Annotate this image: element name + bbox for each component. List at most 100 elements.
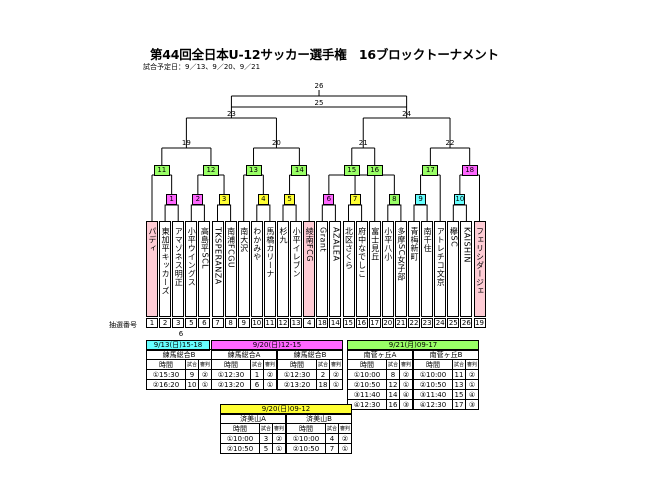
team-name: 杉九 bbox=[279, 227, 288, 244]
schedule-cell: ①15:30 bbox=[146, 369, 186, 380]
team-column: 綾南FCG bbox=[303, 221, 316, 317]
page-title: 第44回全日本U-12サッカー選手権 16ブロックトーナメント bbox=[150, 47, 499, 62]
match-number: 22 bbox=[445, 139, 455, 147]
schedule-header-cell: 試合 bbox=[258, 423, 274, 434]
lottery-number: 14 bbox=[329, 318, 342, 328]
schedule-dates: 試合予定日：9／13、9／20、9／21 bbox=[143, 63, 261, 71]
schedule-cell: ②16:20 bbox=[146, 379, 186, 390]
schedule-cell: ①12:30 bbox=[211, 369, 251, 380]
team-column: アトレチコ文京 bbox=[434, 221, 447, 317]
lottery-number: 11 bbox=[263, 318, 276, 328]
lottery-number: 16 bbox=[355, 318, 368, 328]
schedule-cell: ②10:50 bbox=[413, 379, 453, 390]
lottery-number: 21 bbox=[394, 318, 407, 328]
team-name: 府中なでしこ bbox=[357, 227, 367, 278]
schedule-header-cell: 審判 bbox=[399, 359, 414, 370]
schedule-cell: 17 bbox=[451, 399, 467, 410]
team-name: TKSPERANZA bbox=[213, 227, 223, 285]
team-column: AZALEA bbox=[329, 221, 342, 317]
match-box: 3 bbox=[218, 194, 230, 205]
team-column: アマゾネス明正 bbox=[172, 221, 185, 317]
schedule-cell: ① bbox=[198, 379, 213, 390]
team-name: パディ bbox=[148, 227, 157, 253]
schedule-cell: ③11:40 bbox=[347, 389, 387, 400]
team-name: 小平八小 bbox=[383, 227, 393, 261]
match-number: 20 bbox=[271, 139, 281, 147]
lottery-number: 19 bbox=[473, 318, 486, 328]
venue-name: 南菅ヶ丘B bbox=[412, 349, 480, 360]
schedule-cell: 18 bbox=[315, 379, 331, 390]
schedule-cell: ① bbox=[272, 443, 287, 454]
match-number: 26 bbox=[314, 82, 324, 90]
schedule-header-cell: 時間 bbox=[277, 359, 317, 370]
schedule-header-cell: 試合 bbox=[184, 359, 200, 370]
schedule-cell: ① bbox=[338, 443, 353, 454]
lottery-number: 8 bbox=[224, 318, 237, 328]
team-column: 青梅新町 bbox=[408, 221, 420, 317]
schedule-cell: 8 bbox=[385, 369, 401, 380]
schedule-cell: ③ bbox=[399, 399, 414, 410]
lottery-number: 20 bbox=[381, 318, 394, 328]
schedule-cell: ③11:40 bbox=[413, 389, 453, 400]
team-name: 南千住 bbox=[423, 227, 433, 253]
match-box: 13 bbox=[245, 165, 262, 176]
team-column: Grant bbox=[316, 221, 329, 317]
match-box: 2 bbox=[192, 194, 204, 205]
schedule-header-cell: 試合 bbox=[249, 359, 265, 370]
match-box: 5 bbox=[284, 194, 296, 205]
team-name: Grant bbox=[318, 227, 328, 253]
team-name: 小平イレブン bbox=[292, 227, 302, 278]
schedule-cell: ①12:30 bbox=[277, 369, 317, 380]
schedule-cell: ②10:50 bbox=[220, 443, 260, 454]
schedule-header-cell: 時間 bbox=[211, 359, 251, 370]
schedule-cell: 7 bbox=[324, 443, 340, 454]
team-column: TKSPERANZA bbox=[211, 221, 224, 317]
schedule-header-cell: 審判 bbox=[329, 359, 344, 370]
team-name: フェリシダージェ bbox=[475, 227, 485, 295]
lottery-number: 1 bbox=[146, 318, 158, 328]
match-box: 9 bbox=[415, 194, 427, 205]
team-name: 東加平キッカーズ bbox=[161, 227, 171, 295]
team-column: 高島平SCL bbox=[198, 221, 211, 317]
match-box: 14 bbox=[291, 165, 308, 176]
schedule-header-cell: 審判 bbox=[465, 359, 480, 370]
lottery-number: 25 bbox=[447, 318, 460, 328]
schedule-header-cell: 試合 bbox=[315, 359, 331, 370]
venue-name: 練馬総合B bbox=[145, 349, 213, 360]
team-name: わかみや bbox=[252, 227, 262, 261]
schedule-cell: ② bbox=[198, 369, 213, 380]
team-column: 南大沢 bbox=[237, 221, 250, 317]
match-box: 15 bbox=[343, 165, 360, 176]
schedule-cell: ④12:30 bbox=[347, 399, 387, 410]
lottery-number: 5 bbox=[185, 318, 198, 328]
schedule-header-cell: 審判 bbox=[338, 423, 353, 434]
lottery-number: 17 bbox=[368, 318, 381, 328]
lottery-number: 24 bbox=[434, 318, 447, 328]
schedule-cell: ② bbox=[338, 433, 353, 444]
schedule-cell: 9 bbox=[184, 369, 200, 380]
match-number: 24 bbox=[402, 110, 412, 118]
extra-lottery-number: 6 bbox=[178, 330, 184, 338]
team-name: 馬橋カリーナ bbox=[265, 227, 275, 278]
team-name: 多摩SC女子部 bbox=[396, 227, 406, 282]
schedule-cell: ①10:00 bbox=[413, 369, 453, 380]
schedule-cell: 10 bbox=[184, 379, 200, 390]
team-name: 南大沢 bbox=[239, 227, 249, 253]
schedule-cell: ②10:50 bbox=[347, 379, 387, 390]
team-name: 富士見丘 bbox=[370, 227, 380, 261]
schedule-cell: ② bbox=[329, 369, 344, 380]
lottery-number: 18 bbox=[316, 318, 329, 328]
team-column: 富士見丘 bbox=[368, 221, 381, 317]
schedule-cell: ①10:00 bbox=[286, 433, 326, 444]
team-column: パディ bbox=[146, 221, 158, 317]
team-column: 欅SC bbox=[447, 221, 460, 317]
schedule-cell: 16 bbox=[385, 399, 401, 410]
team-name: KAISHIN bbox=[462, 227, 472, 263]
schedule-cell: ②13:20 bbox=[277, 379, 317, 390]
schedule-cell: 2 bbox=[315, 369, 331, 380]
schedule-header-cell: 時間 bbox=[146, 359, 186, 370]
schedule-cell: ② bbox=[465, 369, 480, 380]
